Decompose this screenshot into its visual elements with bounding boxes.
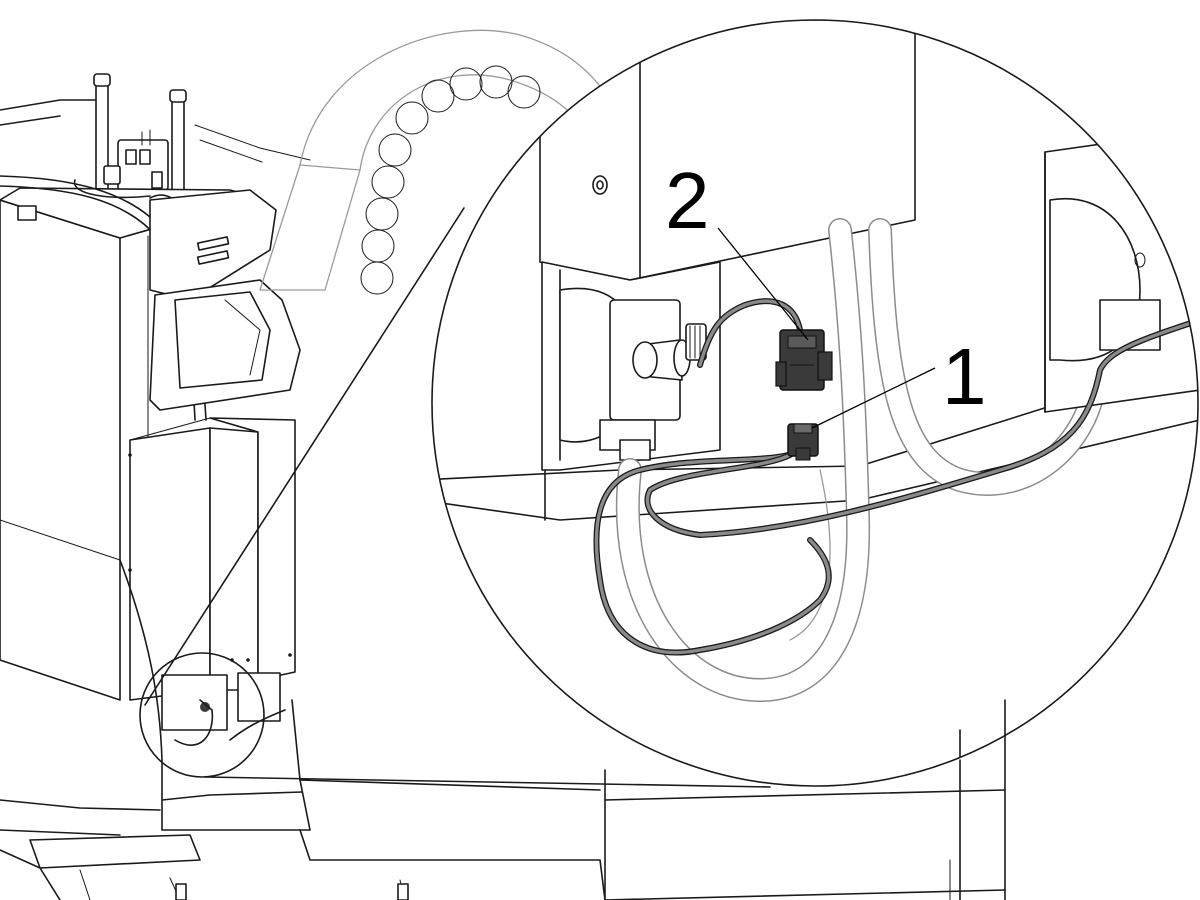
- callout-1-leader: [811, 367, 936, 429]
- detail-source-region: [139, 652, 286, 778]
- chain-links: [360, 65, 541, 295]
- callouts: 2 1: [665, 156, 987, 429]
- right-compartment: [1044, 129, 1198, 413]
- detail-circle-outline: [431, 19, 1199, 787]
- magnifier-line-top: [144, 207, 465, 706]
- motor-compartment: [541, 261, 721, 471]
- connector-socket: [787, 423, 819, 461]
- magnifier-line-bottom: [204, 776, 771, 788]
- cable-harness: [593, 298, 1198, 656]
- control-boxes: [128, 417, 296, 701]
- connector-plug: [775, 329, 833, 391]
- lower-right-cabinet: [299, 719, 1006, 900]
- detail-view: [431, 19, 1199, 787]
- callout-2-number: 2: [665, 156, 710, 245]
- vertical-posts: [93, 73, 187, 204]
- housing-bracket: [149, 189, 301, 411]
- callout-2-leader: [717, 227, 809, 341]
- callout-1-number: 1: [942, 332, 987, 421]
- machine-overview: [0, 29, 1006, 900]
- top-frame: [0, 99, 311, 163]
- pedestal-base: [0, 559, 606, 900]
